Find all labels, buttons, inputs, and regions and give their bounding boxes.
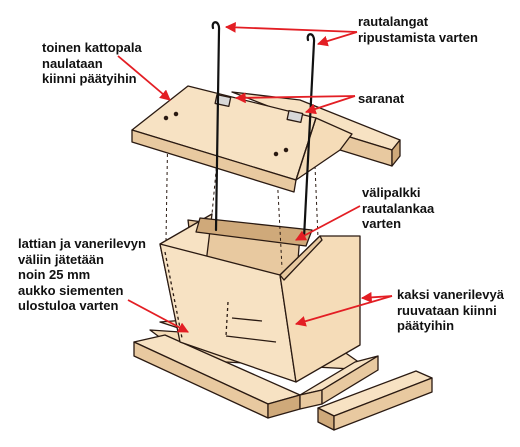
label-hinges: saranat: [358, 91, 405, 106]
hinge-right: [286, 109, 304, 123]
hopper-body: [159, 213, 361, 383]
label-floor-gap: lattian ja vanerilevyn väliin jätetään n…: [18, 236, 146, 313]
arrow-spacer: [295, 205, 361, 241]
arrow-plywood-2: [360, 291, 393, 303]
label-plywood-sheets: kaksi vanerilevyä ruuvataan kiinni pääty…: [397, 287, 504, 333]
wire-left: [211, 21, 221, 232]
arrow-wire-left: [224, 21, 358, 33]
label-hanging-wires: rautalangat ripustamista varten: [358, 14, 478, 45]
arrow-floor: [127, 299, 189, 333]
wire-right: [302, 33, 316, 240]
loose-stick: [317, 370, 433, 431]
arrow-plywood: [294, 295, 393, 327]
arrow-wire-right: [316, 31, 358, 47]
label-spacer-bar: välipalkki rautalankaa varten: [362, 185, 435, 231]
arrow-roof: [117, 55, 171, 101]
label-second-roof-panel: toinen kattopala naulataan kiinni päätyi…: [42, 40, 142, 86]
leader-arrows: [117, 21, 393, 333]
roof: [131, 85, 401, 193]
arrow-hinge-left: [234, 92, 356, 104]
arrow-hinge-right: [304, 95, 356, 115]
hanging-wires: [211, 21, 316, 240]
right-rail-side: [321, 355, 379, 405]
spacer-bar: [195, 217, 313, 247]
